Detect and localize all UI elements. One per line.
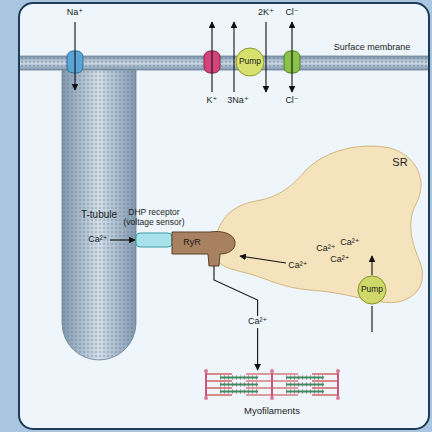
node-label: SR (382, 156, 418, 169)
surface-membrane (20, 56, 428, 70)
node-label: Pump (357, 285, 387, 295)
calcium-flux-arrow (110, 239, 135, 240)
dhp-shape (136, 233, 172, 247)
ion-label: Na⁺ (67, 8, 83, 18)
ryanodine-receptor: RyR (172, 226, 236, 266)
z-lines (204, 369, 340, 400)
sarcoplasmic-reticulum: SR Pump (212, 142, 428, 307)
ion-flux-arrow (211, 22, 212, 92)
ryanodine-receptor-outline (172, 226, 236, 266)
calcium-uptake-arrow (371, 256, 372, 275)
node-label: RyR (174, 237, 210, 247)
myofilaments: Myofilaments (200, 370, 344, 420)
structure-label: Surface membrane (334, 43, 411, 53)
pump-circle: Pump (235, 47, 265, 77)
ion-flux-arrow (233, 22, 234, 92)
calcium-uptake-arrow (371, 306, 372, 332)
sodium-channel (67, 51, 83, 73)
ion-label: Cl⁻ (285, 8, 298, 18)
panel-frame (19, 3, 429, 429)
ion-label: Ca²⁺ (330, 255, 349, 265)
membrane-edge (20, 56, 428, 57)
sr-shape (215, 146, 422, 303)
pump-shape (236, 48, 264, 76)
edge-label: Ca²⁺ (248, 316, 267, 328)
tubule-wall (62, 70, 136, 360)
ion-label: Ca²⁺ (340, 238, 359, 248)
ion-label: Ca²⁺ (288, 261, 307, 271)
membrane-band (20, 56, 428, 70)
node-label: Pump (235, 57, 265, 67)
myosin-heads (220, 378, 324, 392)
node-label: DHP receptor (voltage sensor) (118, 208, 190, 228)
potassium-channel (204, 51, 220, 73)
pump-circle: Pump (357, 275, 387, 305)
ion-label: 3Na⁺ (227, 96, 248, 106)
ion-flux-arrow (291, 22, 292, 92)
ryr-shape (172, 231, 235, 266)
thin-filaments (206, 374, 338, 395)
t-tubule-band: T-tubule (62, 70, 136, 360)
ion-flux-arrow (74, 22, 75, 90)
ion-flux-arrow (265, 22, 266, 92)
calcium-release-arrow (240, 256, 286, 263)
ion-label: K⁺ (207, 96, 218, 106)
node-label: Myofilaments (200, 406, 344, 417)
calcium-flow-arrow (214, 266, 258, 370)
ion-label: Ca²⁺ (88, 235, 107, 245)
ion-label: Ca²⁺ (316, 244, 335, 254)
myofilament-illustration (204, 369, 340, 400)
tubule-texture (62, 70, 136, 360)
pump-shape (358, 276, 386, 304)
membrane-texture (20, 56, 428, 70)
thick-filaments (220, 378, 324, 392)
ion-label: 2K⁺ (258, 8, 274, 18)
chloride-channel (284, 51, 300, 73)
ion-label: Cl⁻ (285, 96, 298, 106)
